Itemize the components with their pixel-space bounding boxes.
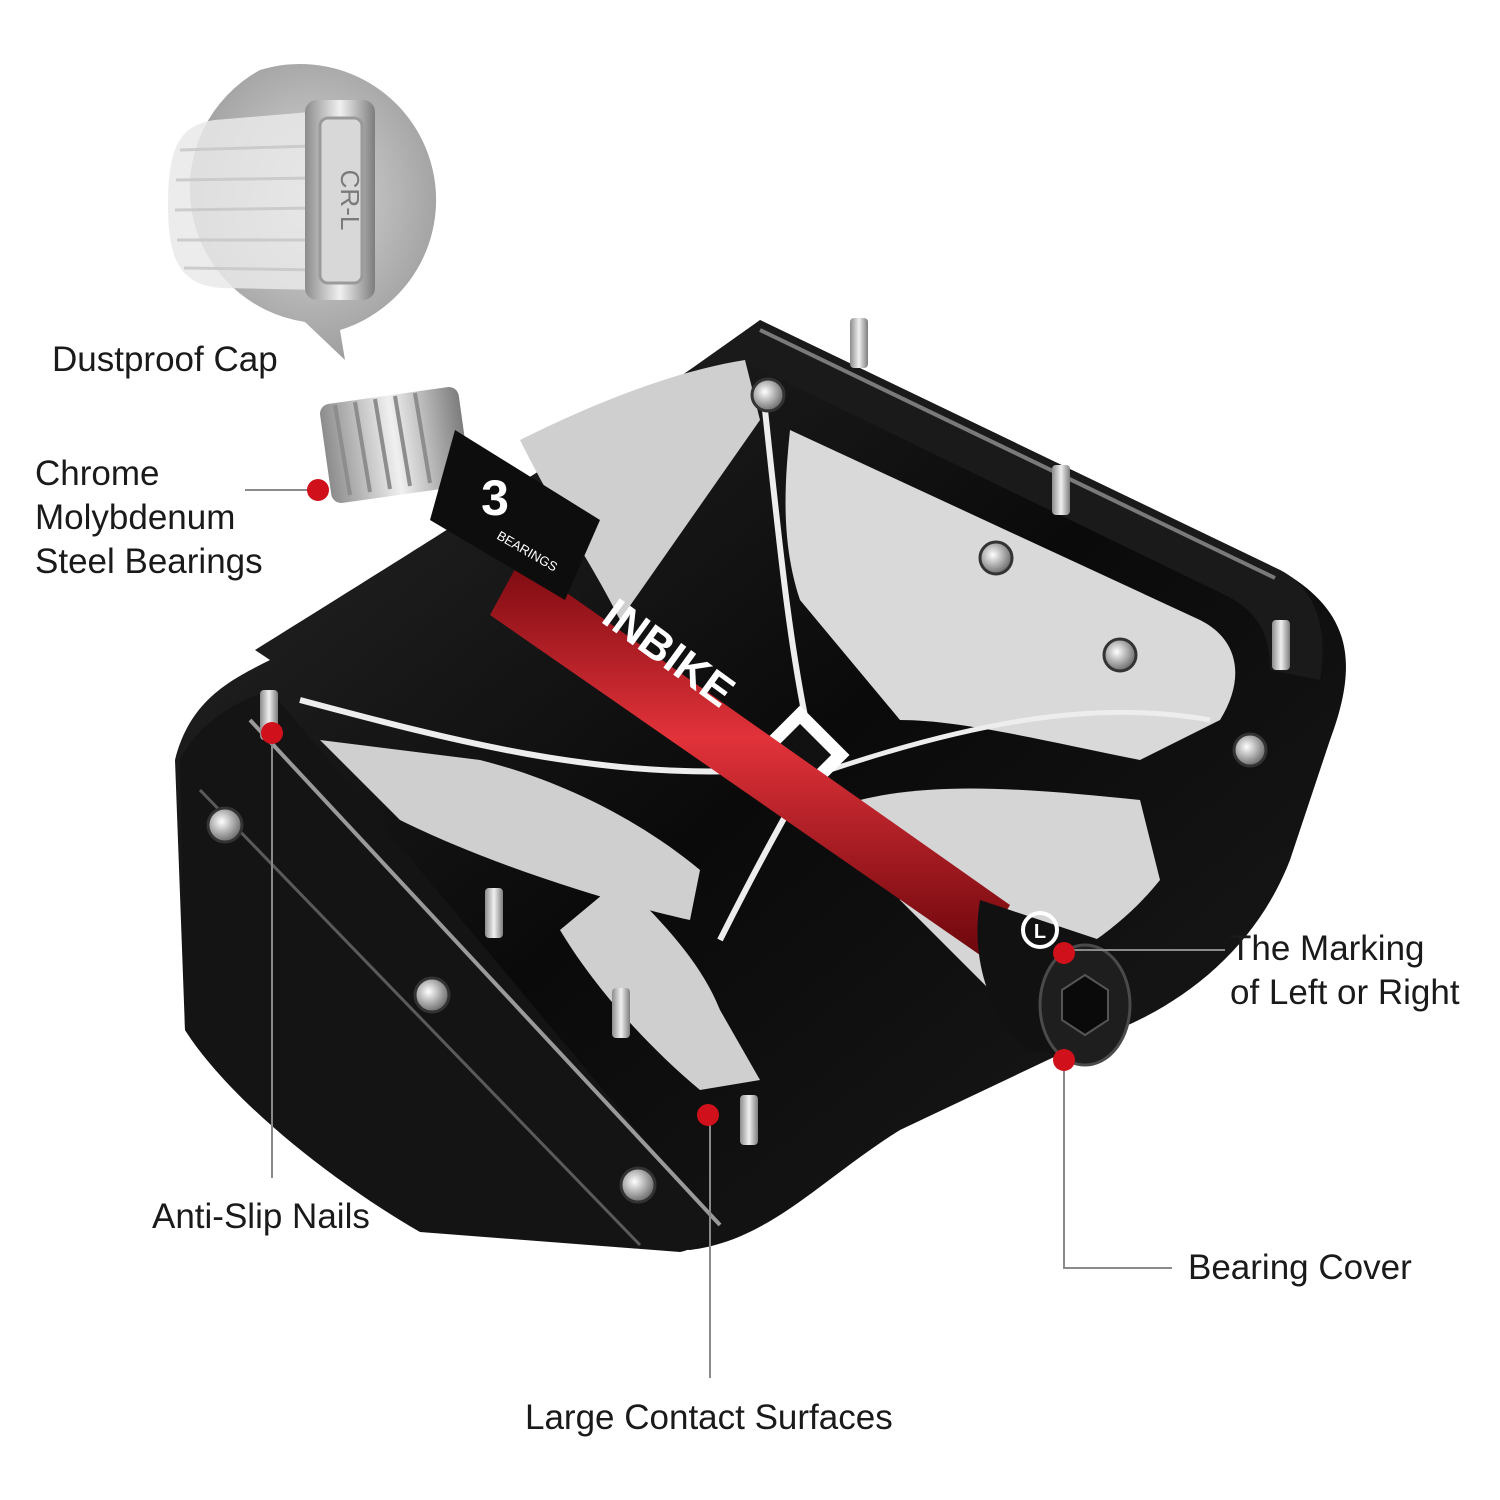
- callout-dot-bearing-cover: [1053, 1049, 1075, 1071]
- callout-bearings: Chrome Molybdenum Steel Bearings: [35, 452, 263, 584]
- bearings-count-text: 3: [481, 470, 509, 526]
- side-marking-text: L: [1034, 921, 1046, 943]
- callout-dot-marking: [1053, 942, 1075, 964]
- screw: [206, 806, 244, 844]
- screw: [1232, 732, 1268, 768]
- nail: [612, 988, 630, 1038]
- callout-dot-bearings: [307, 479, 329, 501]
- screw: [1102, 637, 1138, 673]
- callout-marking-line1: The Marking: [1230, 929, 1425, 968]
- callout-leaders: [245, 489, 1225, 1378]
- callout-bearings-line3: Steel Bearings: [35, 542, 263, 581]
- callout-anti-slip: Anti-Slip Nails: [152, 1195, 370, 1239]
- nail: [850, 318, 868, 368]
- screw: [619, 1166, 657, 1204]
- callout-marking: The Marking of Left or Right: [1230, 927, 1460, 1015]
- callout-marking-line2: of Left or Right: [1230, 973, 1460, 1012]
- callout-contact-surfaces: Large Contact Surfaces: [525, 1396, 893, 1440]
- dustproof-cap-zoom-bubble: CR-L: [168, 63, 437, 360]
- screws: [206, 377, 1268, 1204]
- bearing-cover-end: L: [977, 900, 1132, 1067]
- screw: [978, 540, 1014, 576]
- callout-contact-surfaces-text: Large Contact Surfaces: [525, 1398, 893, 1437]
- callout-bearings-line1: Chrome: [35, 454, 160, 493]
- callout-dustproof-cap-text: Dustproof Cap: [52, 340, 278, 379]
- cap-marking-text: CR-L: [335, 170, 365, 231]
- callout-dot-contact: [697, 1104, 719, 1126]
- callout-dots: [261, 479, 1075, 1126]
- callout-dot-anti-slip: [261, 722, 283, 744]
- nail: [1272, 620, 1290, 670]
- callout-dustproof-cap: Dustproof Cap: [52, 338, 278, 382]
- nail: [740, 1095, 758, 1145]
- nail: [485, 888, 503, 938]
- callout-bearing-cover: Bearing Cover: [1188, 1246, 1412, 1290]
- spindle: 3 BEARINGS: [320, 387, 600, 600]
- screw: [413, 976, 451, 1014]
- callout-bearing-cover-text: Bearing Cover: [1188, 1248, 1412, 1287]
- callout-anti-slip-text: Anti-Slip Nails: [152, 1197, 370, 1236]
- callout-bearings-line2: Molybdenum: [35, 498, 236, 537]
- nail: [1052, 465, 1070, 515]
- screw: [750, 377, 786, 413]
